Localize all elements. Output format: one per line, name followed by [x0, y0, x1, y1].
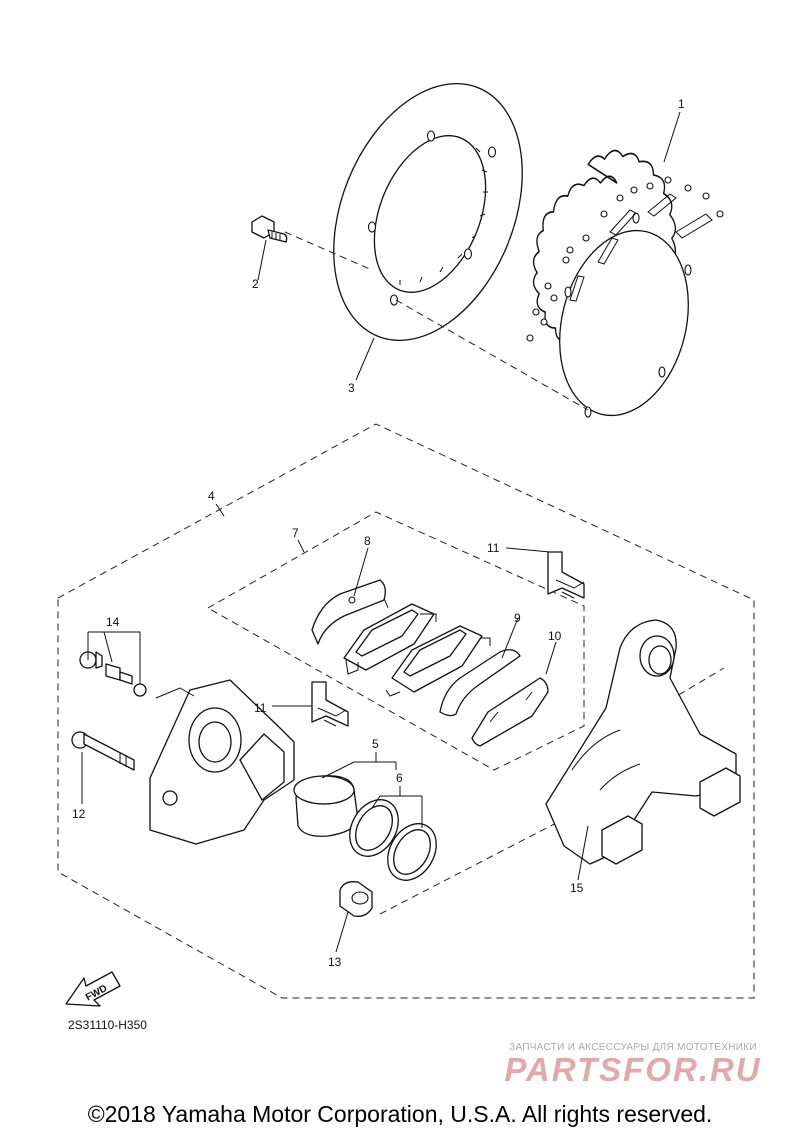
- disc-carrier-ring: [333, 82, 523, 342]
- piston-seal-2: [387, 823, 437, 881]
- carrier-inner-notches: [399, 147, 488, 285]
- callout-12: 12: [72, 807, 86, 821]
- callout-13: 13: [328, 955, 342, 969]
- callout-5: 5: [372, 737, 379, 751]
- caliper-boot: [339, 881, 373, 917]
- callout-2: 2: [252, 277, 259, 291]
- pad-kit-outline: [206, 511, 585, 771]
- callout-10: 10: [548, 629, 562, 643]
- callout-11-upper: 11: [487, 541, 500, 555]
- pad-spring: [311, 579, 389, 645]
- disc-drill-holes: [526, 176, 724, 342]
- brake-pad-inner: [343, 603, 437, 675]
- callout-8: 8: [364, 534, 371, 548]
- caliper-assembly-outline: [57, 423, 755, 999]
- caliper-bolt: [71, 731, 135, 771]
- bleed-screw-assembly: [79, 651, 147, 697]
- leader-lines: [81, 111, 681, 953]
- watermark: ЗАПЧАСТИ И АКСЕССУАРЫ ДЛЯ МОТОТЕХНИКИ PA…: [478, 1042, 788, 1089]
- callout-11-lower: 11: [254, 701, 267, 715]
- callout-6: 6: [396, 771, 403, 785]
- callout-15: 15: [570, 881, 584, 895]
- callout-9: 9: [514, 611, 521, 625]
- caliper-body: [149, 679, 295, 845]
- caliper-bracket: [545, 619, 741, 865]
- watermark-tagline: ЗАПЧАСТИ И АКСЕССУАРЫ ДЛЯ МОТОТЕХНИКИ: [509, 1042, 757, 1053]
- pad-clip-upper: [547, 551, 585, 599]
- disc-bolt: [251, 215, 288, 243]
- disc-cooling-slots: [569, 193, 713, 302]
- callout-1: 1: [678, 97, 685, 111]
- callout-numbers: 1 2 3 4 7 8 11 9 10 14 11 5 6 12 15 13: [72, 97, 685, 969]
- fwd-arrow: FWD: [65, 971, 121, 1007]
- brake-disc: [526, 149, 724, 418]
- piston-seal-1: [349, 799, 399, 857]
- callout-3: 3: [348, 381, 355, 395]
- pad-clip-lower: [311, 681, 349, 727]
- callout-14: 14: [106, 615, 120, 629]
- pad-shim: [439, 649, 521, 717]
- carrier-bolt-holes: [367, 130, 497, 306]
- pad-shim-plate: [471, 677, 549, 747]
- caliper-piston: [293, 775, 359, 837]
- diagram-code: 2S31110-H350: [68, 1018, 147, 1032]
- callout-4: 4: [208, 489, 215, 503]
- watermark-logo: PARTSFOR.RU: [504, 1051, 762, 1088]
- brake-pad-outer: [385, 625, 491, 697]
- copyright-notice: ©2018 Yamaha Motor Corporation, U.S.A. A…: [87, 1101, 713, 1127]
- callout-7: 7: [292, 526, 299, 540]
- alignment-lines: [284, 231, 589, 411]
